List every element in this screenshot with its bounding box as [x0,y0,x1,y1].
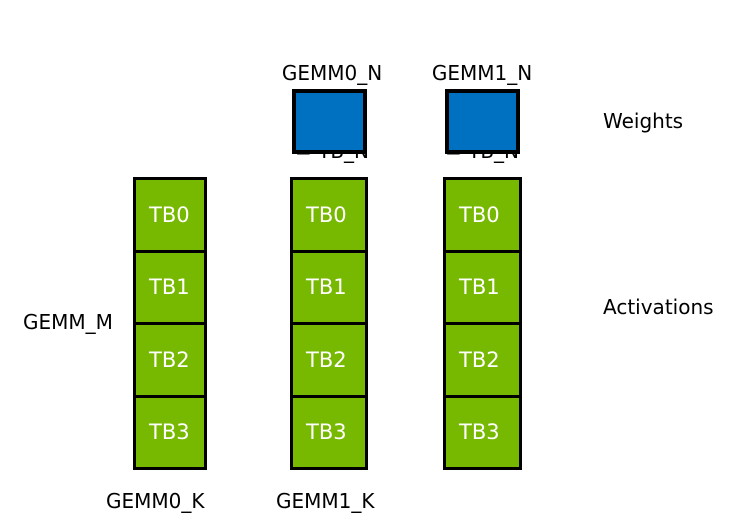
gemm-m-label: GEMM_M [23,310,113,334]
gemm0-weight-tile [292,89,367,154]
gemm0-n-header-line1: GEMM0_N [281,61,383,85]
gemm1-weight-tile [445,89,520,154]
activation-column-0: TB0 TB1 TB2 TB3 [133,177,207,470]
gemm1-k-label: GEMM1_K [276,489,375,513]
tb-cell: TB0 [290,177,368,253]
activation-column-2: TB0 TB1 TB2 TB3 [443,177,522,470]
tb-cell: TB2 [290,322,368,398]
gemm1-n-header-line1: GEMM1_N [431,61,533,85]
tb-cell: TB3 [443,394,522,470]
gemm0-k-label: GEMM0_K [106,489,205,513]
tb-cell: TB0 [133,177,207,253]
tb-cell: TB1 [290,249,368,325]
activation-column-1: TB0 TB1 TB2 TB3 [290,177,368,470]
tb-cell: TB3 [290,394,368,470]
tb-cell: TB1 [133,249,207,325]
activations-row-label: Activations [603,295,714,319]
tb-cell: TB2 [133,322,207,398]
tb-cell: TB2 [443,322,522,398]
weights-row-label: Weights [603,109,684,133]
tb-cell: TB1 [443,249,522,325]
tb-cell: TB3 [133,394,207,470]
tb-cell: TB0 [443,177,522,253]
